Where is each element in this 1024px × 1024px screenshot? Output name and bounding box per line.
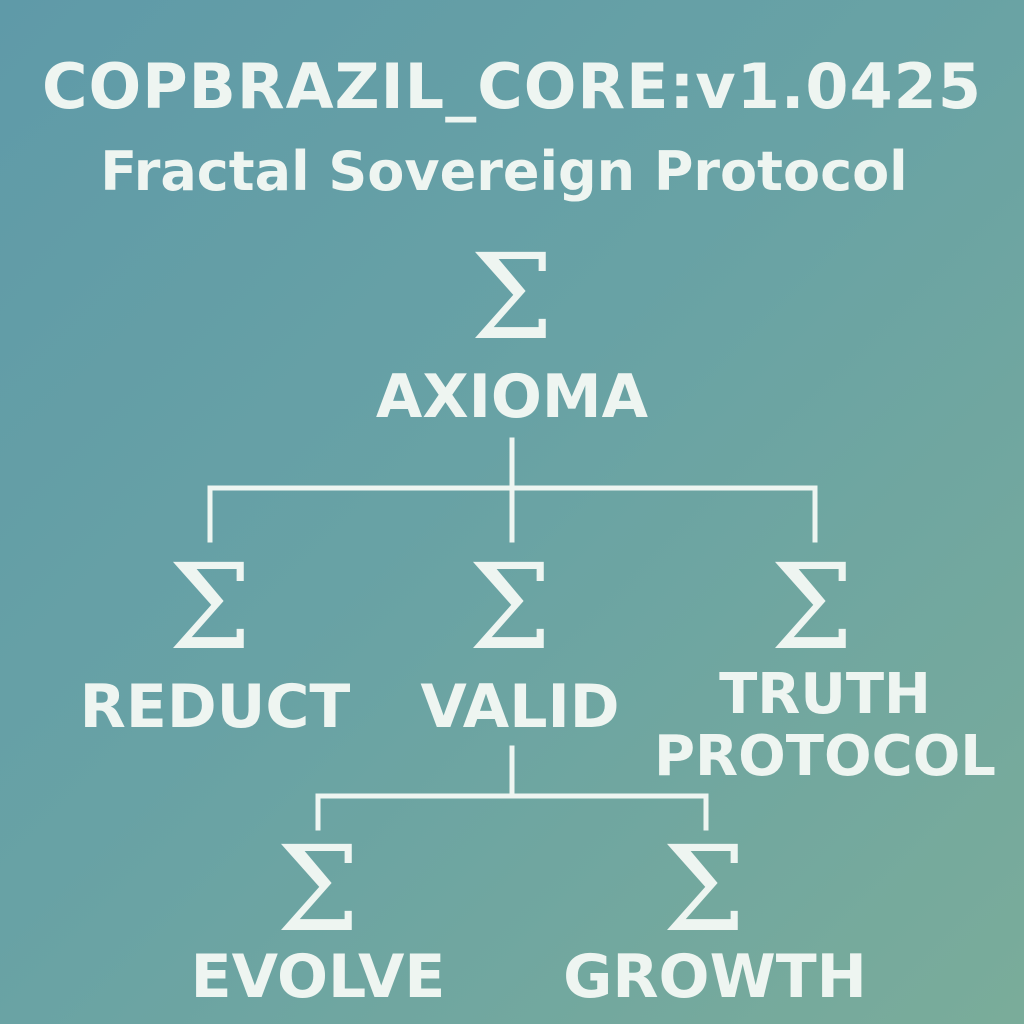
node-reduct-sigma: Σ bbox=[110, 548, 310, 666]
node-axioma-sigma: Σ bbox=[412, 238, 612, 356]
sigma-icon: Σ bbox=[468, 538, 552, 676]
sigma-icon: Σ bbox=[276, 820, 360, 958]
node-label-truth: TRUTH bbox=[719, 662, 931, 727]
node-valid-sigma: Σ bbox=[410, 548, 610, 666]
node-label-protocol: PROTOCOL bbox=[654, 724, 996, 789]
node-label-axioma: AXIOMA bbox=[375, 362, 649, 432]
sigma-icon: Σ bbox=[770, 538, 854, 676]
node-label-valid: VALID bbox=[420, 672, 620, 742]
node-truth-sigma: Σ bbox=[712, 548, 912, 666]
node-truth-protocol: TRUTH PROTOCOL bbox=[640, 664, 1010, 788]
diagram-title: COPBRAZIL_CORE:v1.0425 bbox=[42, 50, 982, 123]
node-valid: VALID bbox=[370, 676, 670, 739]
node-axioma: AXIOMA bbox=[312, 366, 712, 429]
node-growth: GROWTH bbox=[550, 946, 880, 1009]
sigma-icon: Σ bbox=[168, 538, 252, 676]
node-label-evolve: EVOLVE bbox=[190, 942, 446, 1012]
node-evolve: EVOLVE bbox=[168, 946, 468, 1009]
node-reduct: REDUCT bbox=[50, 676, 380, 739]
diagram-subtitle: Fractal Sovereign Protocol bbox=[100, 140, 908, 203]
node-label-reduct: REDUCT bbox=[79, 672, 351, 742]
node-growth-sigma: Σ bbox=[604, 830, 804, 948]
sigma-icon: Σ bbox=[470, 228, 554, 366]
node-evolve-sigma: Σ bbox=[218, 830, 418, 948]
node-label-growth: GROWTH bbox=[563, 942, 867, 1012]
sigma-icon: Σ bbox=[662, 820, 746, 958]
